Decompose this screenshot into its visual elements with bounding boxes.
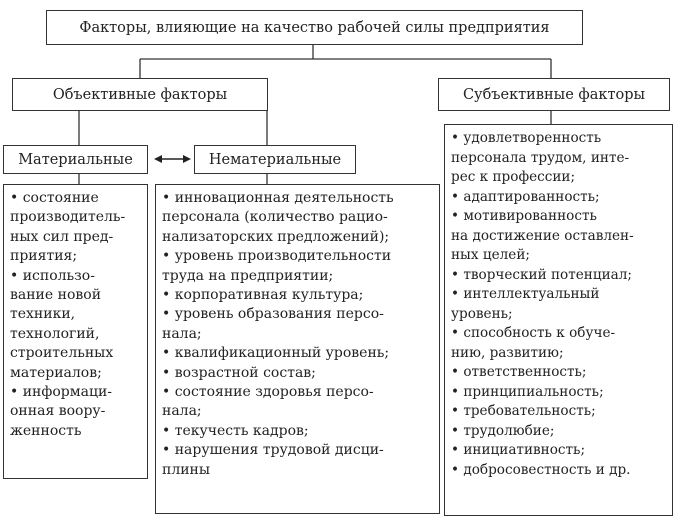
list-item: • текучесть кадров; <box>162 422 309 439</box>
list-item: • корпоративная культура; <box>162 287 364 304</box>
list-item: • требовательность; <box>451 403 596 419</box>
list-item: персонала (количество рацио- <box>162 209 388 226</box>
list-item: ных сил пред- <box>10 228 114 245</box>
objective-factors-label: Объективные факторы <box>52 86 228 103</box>
list-item: персонала трудом, инте- <box>451 149 630 166</box>
title-box: Факторы, влияющие на качество рабочей си… <box>46 10 583 45</box>
subjective-factors-label: Субъективные факторы <box>462 86 646 103</box>
list-item: • инициативность; <box>451 442 586 458</box>
list-item: нала; <box>162 403 202 420</box>
nonmaterial-factors-label: Нематериальные <box>208 151 342 168</box>
objective-factors-box: Объективные факторы <box>12 78 268 111</box>
list-item: • добросовестность и др. <box>451 461 631 478</box>
list-item: • удовлетворенность <box>451 130 602 146</box>
list-item: вание новой <box>10 287 102 304</box>
list-item: нала; <box>162 325 202 342</box>
list-item: женность <box>10 422 82 439</box>
list-item: рес к профессии; <box>451 169 576 185</box>
list-item: онная воору- <box>10 403 106 420</box>
list-item: • принципиальность; <box>451 383 604 400</box>
list-item: • трудолюбие; <box>451 422 555 439</box>
material-factors-list: • состояние производитель- ных сил пред-… <box>3 184 148 479</box>
list-item: материалов; <box>10 364 102 381</box>
list-item: уровень; <box>451 305 513 322</box>
list-item: • состояние здоровья персо- <box>162 384 374 401</box>
nonmaterial-factors-box: Нематериальные <box>194 145 356 174</box>
list-item: • творческий потенциал; <box>451 266 632 283</box>
list-item: • нарушения трудовой дисци- <box>162 442 384 459</box>
list-item: техники, <box>10 306 76 323</box>
list-item: • инновационная деятельность <box>162 190 394 206</box>
list-item: плины <box>162 461 211 478</box>
list-item: нализаторских предложений); <box>162 228 390 245</box>
list-item: • уровень производительности <box>162 248 392 265</box>
list-item: технологий, <box>10 325 100 342</box>
list-item: строительных <box>10 345 114 362</box>
list-item: труда на предприятии; <box>162 267 334 284</box>
list-item: • интеллектуальный <box>451 286 600 302</box>
list-item: на достижение оставлен- <box>451 227 634 244</box>
material-factors-label: Материальные <box>18 151 133 168</box>
list-item: • состояние <box>10 190 99 206</box>
list-item: производитель- <box>10 209 126 226</box>
double-arrow-icon <box>154 155 191 163</box>
list-item: • уровень образования персо- <box>162 306 384 323</box>
list-item: нию, развитию; <box>451 344 564 361</box>
diagram-title: Факторы, влияющие на качество рабочей си… <box>79 19 550 36</box>
list-item: приятия; <box>10 248 78 265</box>
subjective-factors-box: Субъективные факторы <box>438 78 670 111</box>
list-item: • мотивированность <box>451 208 597 224</box>
list-item: • ответственность; <box>451 364 587 380</box>
list-item: • использо- <box>10 267 95 284</box>
list-item: • возрастной состав; <box>162 364 316 381</box>
list-item: • адаптированность; <box>451 188 600 205</box>
list-item: • квалификационный уровень; <box>162 345 390 362</box>
list-item: • информаци- <box>10 384 113 401</box>
material-factors-box: Материальные <box>3 145 148 174</box>
nonmaterial-factors-list: • инновационная деятельность персонала (… <box>155 184 440 514</box>
list-item: ных целей; <box>451 247 530 263</box>
subjective-factors-list: • удовлетворенность персонала трудом, ин… <box>444 124 673 516</box>
list-item: • способность к обуче- <box>451 325 616 341</box>
